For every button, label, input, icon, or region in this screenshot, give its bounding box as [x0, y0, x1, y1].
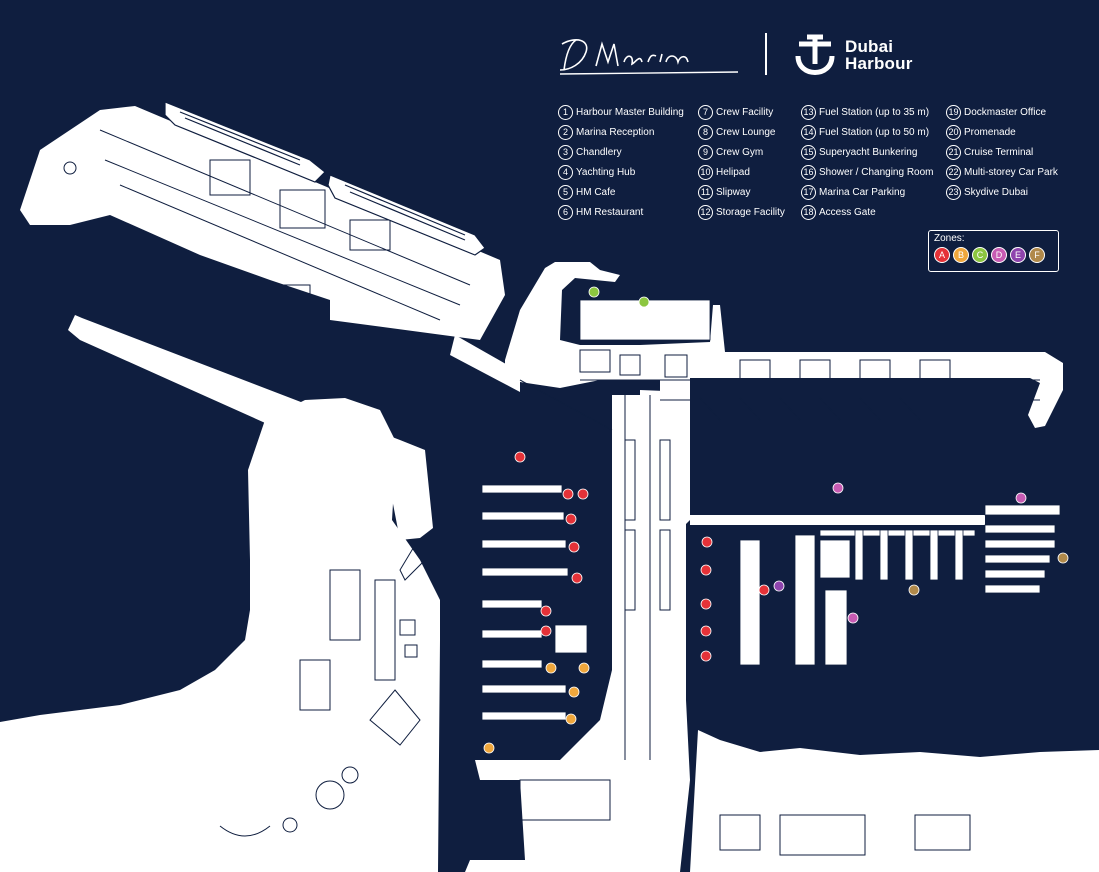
logo-text-harbour: Harbour	[845, 54, 913, 73]
legend-number: 13	[801, 104, 816, 120]
legend-label: Helipad	[716, 166, 750, 178]
legend-label: HM Cafe	[576, 186, 616, 198]
legend-number: 21	[946, 144, 961, 160]
legend-label: Crew Facility	[716, 106, 774, 118]
logo-divider	[765, 33, 767, 75]
legend-number: 6	[558, 204, 573, 220]
legend-label: Crew Lounge	[716, 126, 776, 138]
legend-number: 10	[698, 164, 713, 180]
legend-number: 1	[558, 104, 573, 120]
legend-label: Yachting Hub	[576, 166, 636, 178]
legend-label: Skydive Dubai	[964, 186, 1028, 198]
zone-markers	[483, 286, 1069, 754]
legend-label: Harbour Master Building	[576, 106, 684, 118]
zone-d: D	[991, 247, 1007, 263]
legend-label: Marina Car Parking	[819, 186, 906, 198]
legend-label: Crew Gym	[716, 146, 764, 158]
legend-label: Dockmaster Office	[964, 106, 1047, 118]
legend-label: Chandlery	[576, 146, 622, 158]
legend-number: 8	[698, 124, 713, 140]
legend-number: 17	[801, 184, 816, 200]
legend-number: 4	[558, 164, 573, 180]
zones-legend: Zones: A B C D E F	[928, 230, 1059, 272]
legend-label: Access Gate	[819, 206, 876, 218]
legend-label: Superyacht Bunkering	[819, 146, 918, 158]
zone-b: B	[953, 247, 969, 263]
legend-number: 18	[801, 204, 816, 220]
legend-label: Cruise Terminal	[964, 146, 1034, 158]
zone-c: C	[972, 247, 988, 263]
legend-number: 3	[558, 144, 573, 160]
zone-f: F	[1029, 247, 1045, 263]
zone-list: A B C D E F	[934, 247, 1053, 263]
legend-number: 2	[558, 124, 573, 140]
zone-e: E	[1010, 247, 1026, 263]
legend-label: Storage Facility	[716, 206, 785, 218]
legend-number: 11	[698, 184, 713, 200]
legend-number: 9	[698, 144, 713, 160]
legend-label: Shower / Changing Room	[819, 166, 934, 178]
legend-label: HM Restaurant	[576, 206, 644, 218]
legend-label: Multi-storey Car Park	[964, 166, 1058, 178]
pier-details	[63, 129, 1040, 856]
cruise-ships	[164, 101, 486, 256]
zone-a: A	[934, 247, 950, 263]
legend-label: Fuel Station (up to 50 m)	[819, 126, 930, 138]
dubai-harbour-logo-mark	[795, 34, 835, 75]
legend-label: Promenade	[964, 126, 1016, 138]
legend-number: 19	[946, 104, 961, 120]
legend-label: Slipway	[716, 186, 751, 198]
logo-text-dubai: Dubai	[845, 37, 894, 56]
legend-number: 22	[946, 164, 961, 180]
land-areas	[0, 106, 1099, 872]
legend-number: 14	[801, 124, 816, 140]
legend-number: 16	[801, 164, 816, 180]
zones-title: Zones:	[934, 233, 965, 244]
legend-number: 7	[698, 104, 713, 120]
legend-number: 20	[946, 124, 961, 140]
legend-number: 23	[946, 184, 961, 200]
legend-number: 5	[558, 184, 573, 200]
dmarin-logo	[559, 39, 739, 75]
legend-label: Fuel Station (up to 35 m)	[819, 106, 930, 118]
legend-number: 12	[698, 204, 713, 220]
dubai-harbour-logo-text: Dubai Harbour	[845, 38, 913, 72]
legend-number: 15	[801, 144, 816, 160]
legend-label: Marina Reception	[576, 126, 655, 138]
